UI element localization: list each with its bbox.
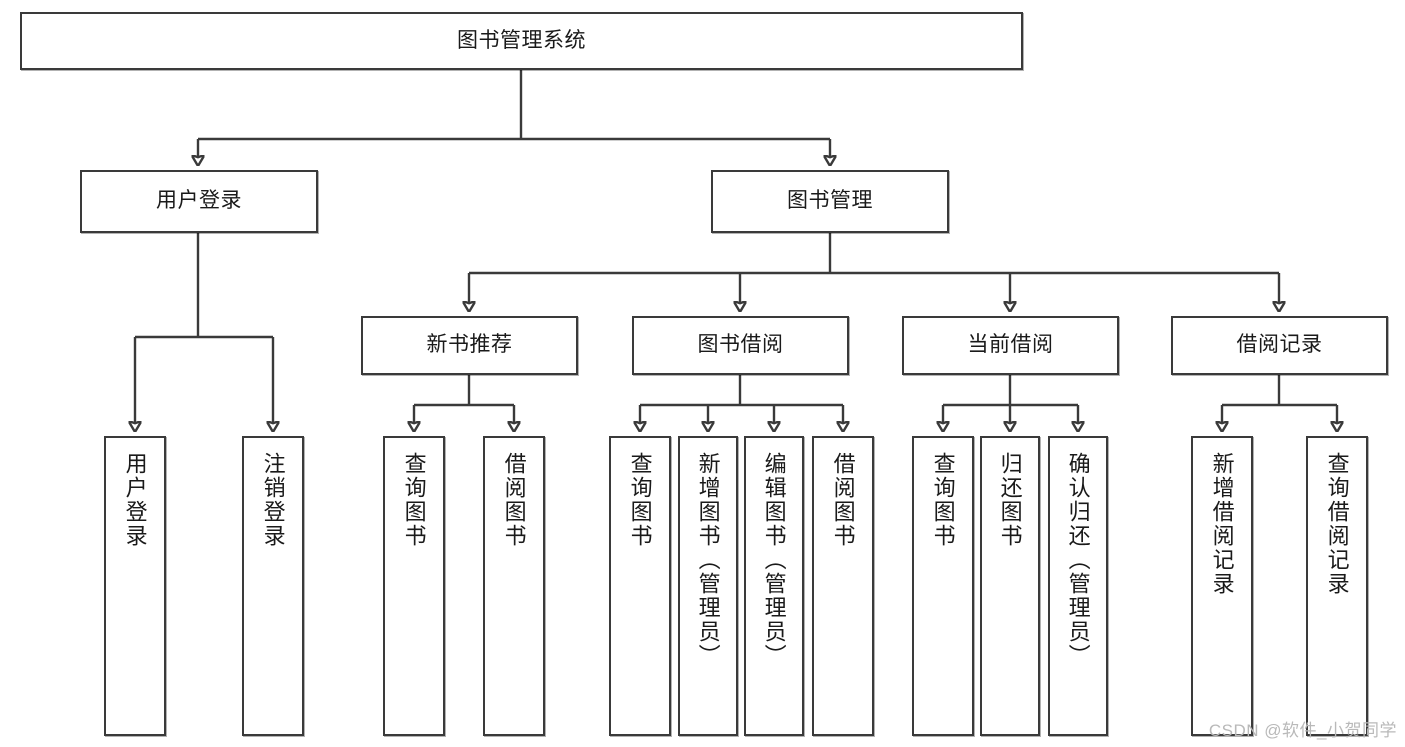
node-borrow-record-label: 借阅记录 [1236,333,1323,357]
leaf-borrow-book-2[interactable]: 借阅图书 [812,436,874,736]
leaf-edit-book-label: 编辑图书（管理员） [761,452,787,668]
leaf-logout-login[interactable]: 注销登录 [242,436,304,736]
node-root[interactable]: 图书管理系统 [20,12,1023,70]
leaf-query-record-label: 查询借阅记录 [1324,452,1350,596]
node-root-label: 图书管理系统 [457,28,586,52]
node-user-login-label: 用户登录 [156,189,242,213]
leaf-query-book-2-label: 查询图书 [627,452,653,548]
leaf-confirm-return-label: 确认归还（管理员） [1065,452,1091,668]
leaf-borrow-book-1-label: 借阅图书 [501,452,527,548]
leaf-return-book-label: 归还图书 [997,452,1023,548]
leaf-user-login-label: 用户登录 [122,452,148,548]
node-book-borrow[interactable]: 图书借阅 [632,316,849,375]
node-new-book-recommend-label: 新书推荐 [426,333,513,357]
leaf-borrow-book-2-label: 借阅图书 [830,452,856,548]
leaf-confirm-return[interactable]: 确认归还（管理员） [1048,436,1108,736]
node-book-management[interactable]: 图书管理 [711,170,949,233]
leaf-query-book-1[interactable]: 查询图书 [383,436,445,736]
leaf-query-book-3-label: 查询图书 [930,452,956,548]
csdn-watermark: CSDN @软件_小贺同学 [1208,721,1397,740]
leaf-query-record[interactable]: 查询借阅记录 [1306,436,1368,736]
leaf-query-book-2[interactable]: 查询图书 [609,436,671,736]
leaf-user-login[interactable]: 用户登录 [104,436,166,736]
leaf-add-record-label: 新增借阅记录 [1209,452,1235,596]
node-borrow-record[interactable]: 借阅记录 [1171,316,1388,375]
leaf-borrow-book-1[interactable]: 借阅图书 [483,436,545,736]
leaf-edit-book[interactable]: 编辑图书（管理员） [744,436,804,736]
leaf-add-book-label: 新增图书（管理员） [695,452,721,668]
leaf-add-book[interactable]: 新增图书（管理员） [678,436,738,736]
leaf-return-book[interactable]: 归还图书 [980,436,1040,736]
leaf-logout-login-label: 注销登录 [260,452,286,548]
node-book-management-label: 图书管理 [787,189,873,213]
leaf-query-book-3[interactable]: 查询图书 [912,436,974,736]
node-user-login[interactable]: 用户登录 [80,170,318,233]
node-current-borrow[interactable]: 当前借阅 [902,316,1119,375]
leaf-query-book-1-label: 查询图书 [401,452,427,548]
node-book-borrow-label: 图书借阅 [697,333,784,357]
node-current-borrow-label: 当前借阅 [967,333,1054,357]
node-new-book-recommend[interactable]: 新书推荐 [361,316,578,375]
leaf-add-record[interactable]: 新增借阅记录 [1191,436,1253,736]
